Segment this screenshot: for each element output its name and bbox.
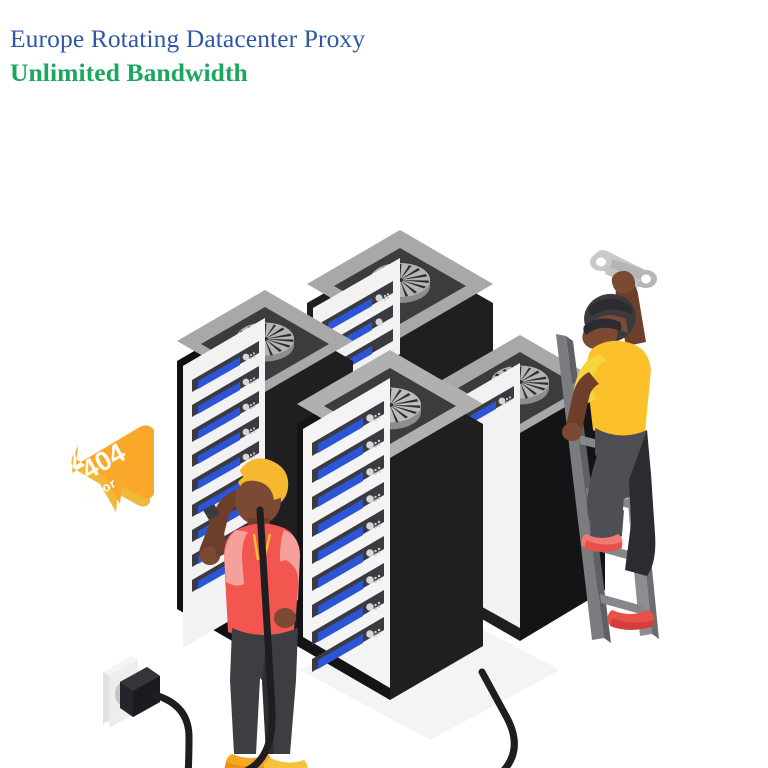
heading-block: Europe Rotating Datacenter Proxy Unlimit…	[10, 22, 750, 90]
error-badge: 404 error	[71, 425, 154, 512]
rack-front-center	[297, 350, 483, 700]
rack-left	[177, 290, 353, 660]
technician-on-ladder	[562, 250, 657, 630]
page-title-secondary: Unlimited Bandwidth	[10, 58, 248, 87]
network-cable-upper	[256, 506, 270, 612]
power-cable	[151, 691, 193, 768]
technician-with-cable	[199, 458, 308, 768]
datacenter-illustration: 404 error	[0, 110, 768, 768]
server-blade	[322, 281, 393, 334]
power-plug	[120, 667, 160, 717]
page-title-primary: Europe Rotating Datacenter Proxy	[10, 24, 366, 53]
wall-power-outlet	[103, 656, 160, 728]
